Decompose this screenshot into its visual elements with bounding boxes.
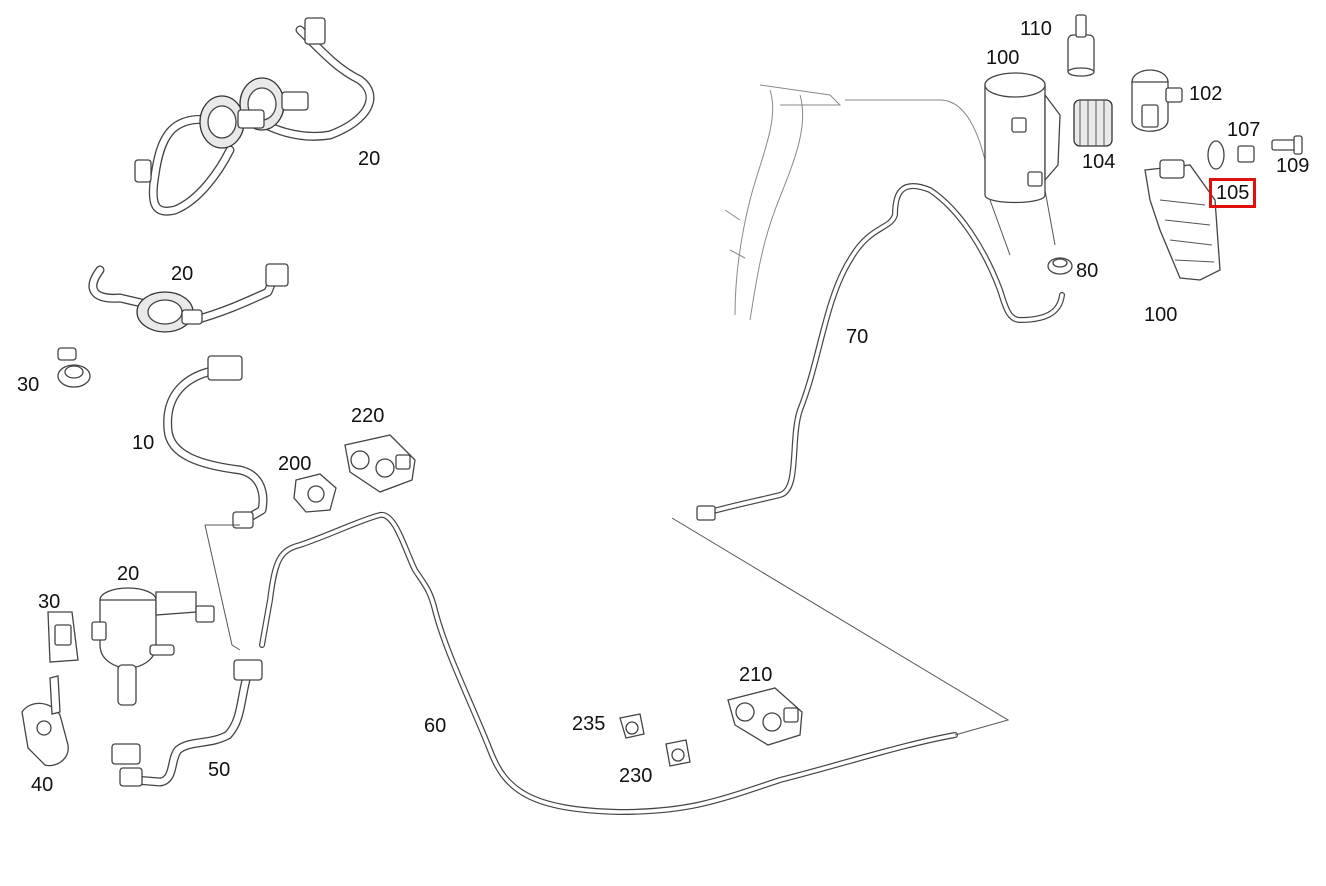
label-107[interactable]: 107	[1227, 119, 1261, 141]
part-10-hose[interactable]	[163, 355, 268, 529]
part-20-low-valve[interactable]	[91, 587, 215, 706]
part-220-bracket[interactable]	[344, 434, 416, 493]
label-30-upper[interactable]: 30	[17, 374, 40, 396]
part-102-valve[interactable]	[1131, 69, 1183, 132]
label-210[interactable]: 210	[739, 664, 773, 686]
part-109-bolt[interactable]	[1271, 135, 1303, 155]
part-235-clip[interactable]	[619, 713, 645, 739]
label-102[interactable]: 102	[1189, 83, 1223, 105]
label-200[interactable]: 200	[278, 453, 312, 475]
label-220[interactable]: 220	[351, 405, 385, 427]
label-100-canister[interactable]: 100	[986, 47, 1020, 69]
part-104-filter[interactable]	[1073, 99, 1113, 147]
label-10[interactable]: 10	[132, 432, 155, 454]
label-20-top[interactable]: 20	[358, 148, 381, 170]
part-107-seal[interactable]	[1207, 140, 1255, 170]
label-235[interactable]: 235	[572, 713, 606, 735]
label-70[interactable]: 70	[846, 326, 869, 348]
label-105-highlighted[interactable]: 105	[1208, 178, 1257, 208]
part-50-hose[interactable]	[111, 659, 263, 787]
filler-neck-outline	[724, 84, 986, 321]
part-80-clamp[interactable]	[1047, 257, 1073, 275]
part-105-housing[interactable]	[1144, 159, 1221, 281]
part-100-canister[interactable]	[984, 72, 1061, 256]
part-70-pipe[interactable]	[696, 183, 1065, 521]
label-230[interactable]: 230	[619, 765, 653, 787]
label-50[interactable]: 50	[208, 759, 231, 781]
part-20-top-valve-assembly[interactable]	[134, 17, 375, 216]
label-40[interactable]: 40	[31, 774, 54, 796]
part-210-bracket[interactable]	[727, 687, 803, 746]
label-30-lower[interactable]: 30	[38, 591, 61, 613]
label-104[interactable]: 104	[1082, 151, 1116, 173]
leader-lines	[204, 517, 1010, 736]
part-30-clip-lower[interactable]	[47, 611, 79, 663]
part-230-clip[interactable]	[665, 739, 691, 767]
label-100-housing[interactable]: 100	[1144, 304, 1178, 326]
label-60[interactable]: 60	[424, 715, 447, 737]
label-109[interactable]: 109	[1276, 155, 1310, 177]
part-40-bracket[interactable]	[21, 675, 69, 767]
label-20-mid[interactable]: 20	[171, 263, 194, 285]
label-20-low[interactable]: 20	[117, 563, 140, 585]
part-30-clip-upper[interactable]	[57, 347, 91, 388]
part-20-mid-valve[interactable]	[88, 263, 289, 333]
part-60-pipe[interactable]	[259, 512, 958, 815]
label-110[interactable]: 110	[1020, 18, 1052, 40]
label-80[interactable]: 80	[1076, 260, 1099, 282]
part-110-sensor[interactable]	[1067, 14, 1095, 77]
part-200-bracket[interactable]	[293, 473, 337, 513]
